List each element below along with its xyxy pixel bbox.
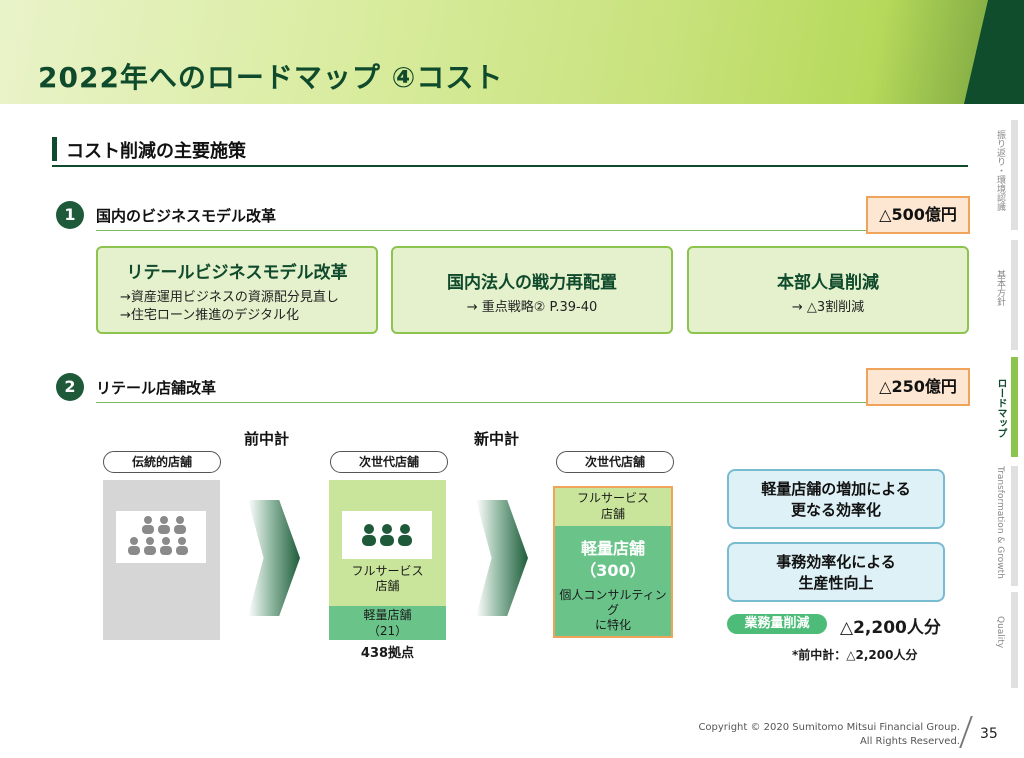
phase-previous: 前中計 xyxy=(244,430,290,448)
sidebar-item-quality[interactable]: Quality xyxy=(995,616,1005,649)
item1-amount: △500億円 xyxy=(866,196,970,234)
section-rule xyxy=(52,165,968,167)
nextgen-store-label: 次世代店舗 xyxy=(330,451,448,473)
copyright: Copyright © 2020 Sumitomo Mitsui Financi… xyxy=(680,721,960,749)
nextgen-full-service-block: フルサービス 店舗 xyxy=(329,480,446,606)
box-heading: 国内法人の戦力再配置 xyxy=(447,273,617,293)
traditional-store-block xyxy=(103,480,220,640)
light-store-title: 軽量店舗 （300） xyxy=(580,539,646,580)
people-icon xyxy=(362,524,412,546)
phase-new: 新中計 xyxy=(474,430,520,448)
box-line: →資産運用ビジネスの資源配分見直し xyxy=(120,290,339,305)
benefit-efficiency: 軽量店舗の増加による 更なる効率化 xyxy=(727,469,945,529)
footnote: *前中計：△2,200人分 xyxy=(792,648,918,662)
workload-reduction-tag: 業務量削減 xyxy=(727,614,827,634)
page-number: 35 xyxy=(980,726,998,742)
copyright-line: Copyright © 2020 Sumitomo Mitsui Financi… xyxy=(698,722,960,733)
section-bar xyxy=(52,137,57,161)
copyright-line: All Rights Reserved. xyxy=(859,736,960,747)
sidebar-item-transformation[interactable]: Transformation & Growth xyxy=(995,466,1005,579)
full-service-label: フルサービス 店舗 xyxy=(351,564,424,593)
sidebar-track xyxy=(1011,592,1018,688)
store-count: 438拠点 xyxy=(360,646,415,661)
divider-slash xyxy=(959,716,973,748)
box-line: → 重点戦略② P.39-40 xyxy=(466,300,598,315)
sidebar-active-track xyxy=(1011,357,1018,457)
item2-title: リテール店舗改革 xyxy=(96,379,217,397)
new-store-block: フルサービス 店舗 軽量店舗 （300） 個人コンサルティング に特化 xyxy=(553,486,673,638)
full-service-label: フルサービス 店舗 xyxy=(555,488,671,526)
page-title: 2022年へのロードマップ ④コスト xyxy=(38,61,504,94)
item2-rule xyxy=(96,402,866,403)
people-icon-group xyxy=(342,511,432,559)
sidebar-item-review[interactable]: 振り返り・環境認識 xyxy=(995,130,1005,211)
benefit-productivity: 事務効率化による 生産性向上 xyxy=(727,542,945,602)
sidebar-item-roadmap[interactable]: ロードマップ xyxy=(995,378,1006,438)
sidebar-track xyxy=(1011,240,1018,350)
item1-number: 1 xyxy=(56,201,84,229)
box-line: →住宅ローン推進のデジタル化 xyxy=(120,308,299,323)
nextgen-store-label: 次世代店舗 xyxy=(556,451,674,473)
box-corporate-redeploy: 国内法人の戦力再配置 → 重点戦略② P.39-40 xyxy=(391,246,673,334)
section-title: コスト削減の主要施策 xyxy=(66,141,246,162)
workload-reduction-value: △2,200人分 xyxy=(840,618,941,638)
item2-amount: △250億円 xyxy=(866,368,970,406)
light-store-block: 軽量店舗 （21） xyxy=(329,606,446,640)
item1-rule xyxy=(96,230,866,231)
item1-title: 国内のビジネスモデル改革 xyxy=(96,207,277,225)
item2-number: 2 xyxy=(56,373,84,401)
sidebar-track xyxy=(1011,466,1018,586)
light-store-focus: 個人コンサルティング に特化 xyxy=(559,588,667,632)
header-banner xyxy=(0,0,1024,104)
box-line: → △3割削減 xyxy=(791,300,865,315)
arrow-right-icon xyxy=(248,500,300,616)
arrow-right-icon xyxy=(476,500,528,616)
people-icon xyxy=(128,516,188,555)
box-hq-reduction: 本部人員削減 → △3割削減 xyxy=(687,246,969,334)
sidebar-item-basic-policy[interactable]: 基本方針 xyxy=(995,270,1005,306)
people-icon-group xyxy=(116,511,206,563)
box-retail-business-model: リテールビジネスモデル改革 →資産運用ビジネスの資源配分見直し →住宅ローン推進… xyxy=(96,246,378,334)
box-heading: リテールビジネスモデル改革 xyxy=(126,263,348,283)
sidebar-track xyxy=(1011,120,1018,230)
traditional-store-label: 伝統的店舗 xyxy=(103,451,221,473)
box-heading: 本部人員削減 xyxy=(777,273,879,293)
